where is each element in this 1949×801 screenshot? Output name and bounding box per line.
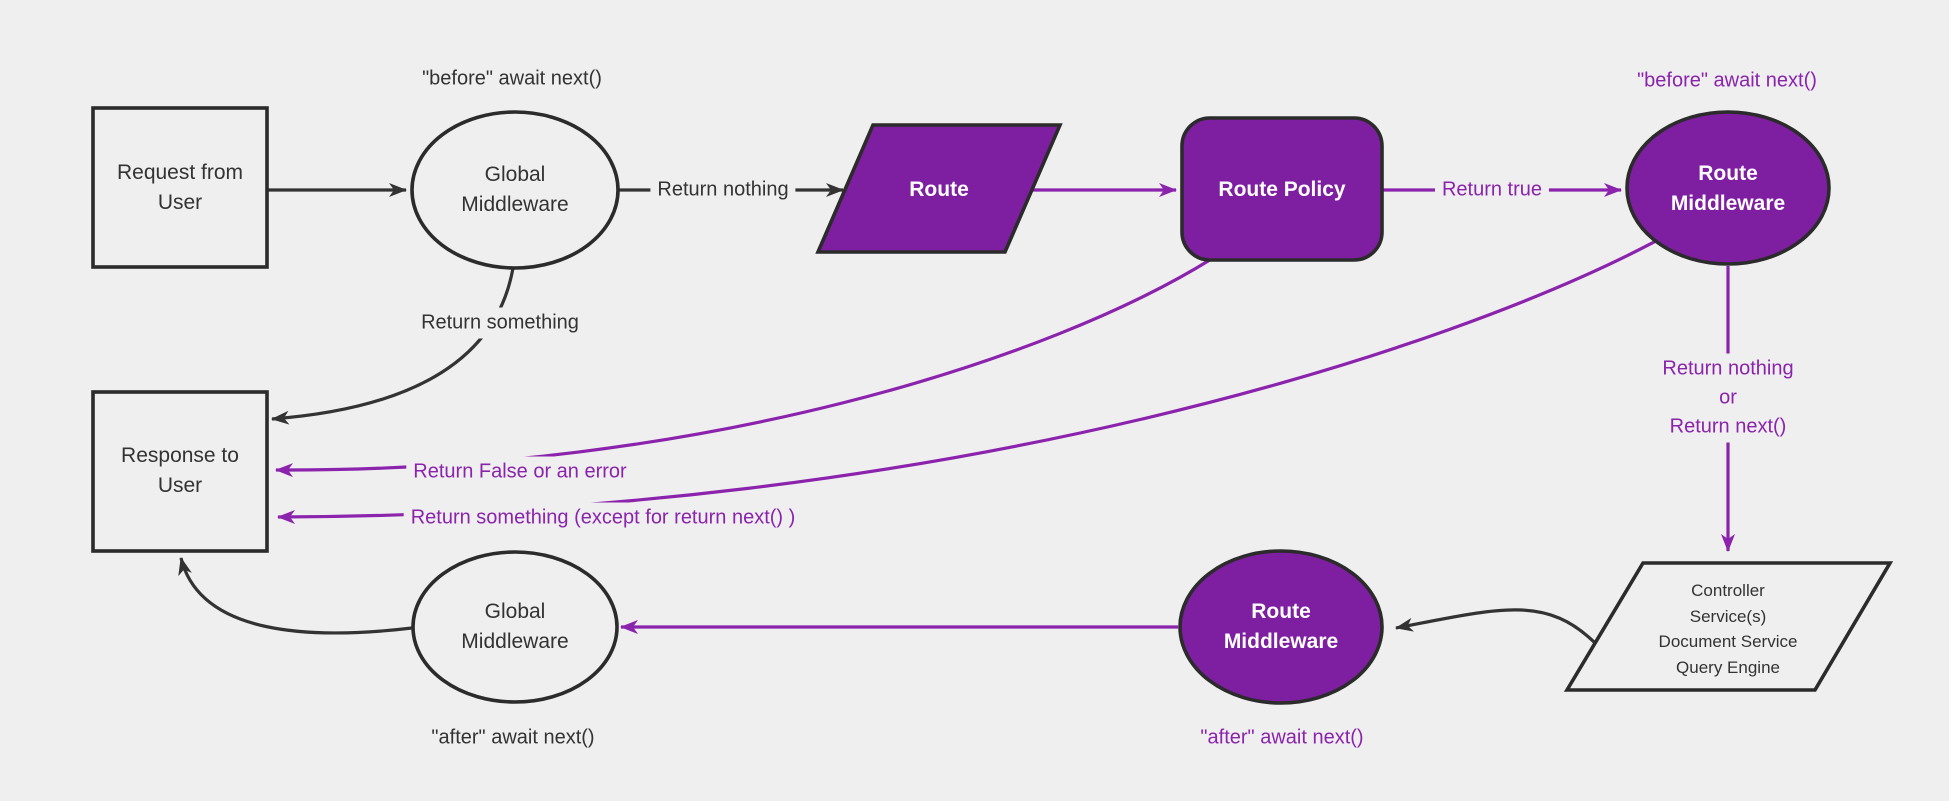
edge-route-policy-return-false-to-response: [275, 256, 1214, 478]
global-middleware-after-node: [411, 550, 619, 704]
response-to-user-node: [91, 390, 269, 553]
nodes: [91, 106, 1894, 705]
edge-route-middleware-return-something-to-response: [277, 239, 1657, 524]
route-node: [815, 123, 1063, 254]
controller-services-node: [1563, 561, 1894, 692]
edge-global-middleware-after-to-response: [178, 557, 413, 635]
edge-controller-to-route-middleware-after: [1395, 608, 1596, 644]
global-middleware-before-node: [410, 110, 620, 270]
route-middleware-before-node: [1625, 110, 1831, 266]
edge-global-middleware-return-something-to-response: [271, 267, 515, 425]
request-from-user-node: [91, 106, 269, 269]
edges: [178, 183, 1735, 644]
route-middleware-after-node: [1178, 549, 1384, 705]
route-policy-node: [1180, 116, 1384, 262]
